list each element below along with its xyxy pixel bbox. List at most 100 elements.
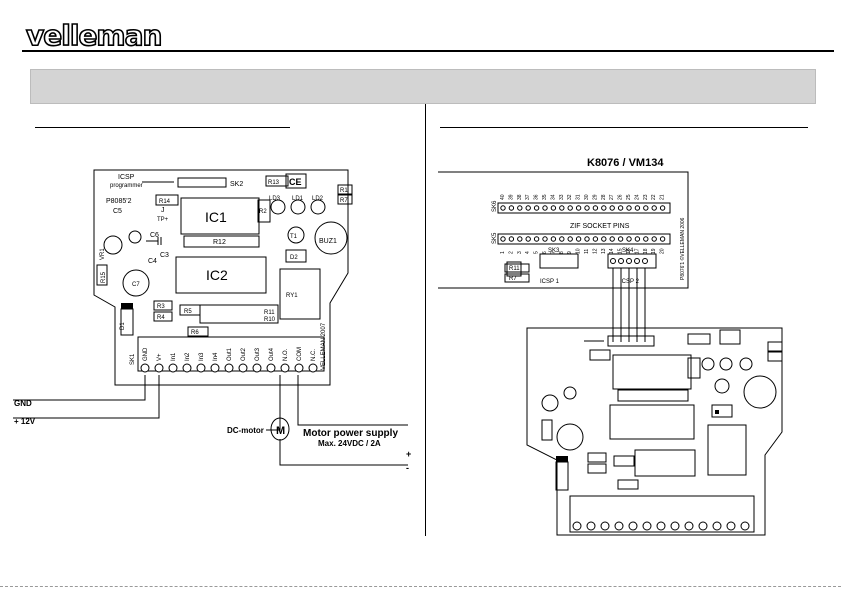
- zif-pin-hole: [584, 205, 590, 211]
- dc-motor-symbol: [270, 417, 290, 441]
- svg-text:R10: R10: [264, 317, 276, 323]
- zif-pin-hole: [626, 205, 632, 211]
- svg-text:N.C.: N.C.: [311, 349, 317, 361]
- plus12v-wire: [13, 375, 160, 419]
- zif-pin-hole: [643, 205, 649, 211]
- svg-text:R14: R14: [159, 199, 171, 205]
- zif-pin-hole: [500, 205, 506, 211]
- svg-text:C5: C5: [113, 208, 122, 215]
- plus12v-label: + 12V: [14, 417, 36, 426]
- gnd-wire: [13, 375, 146, 401]
- zif-pin-hole: [584, 236, 590, 242]
- supply-title: Motor power supply: [303, 428, 398, 439]
- zif-pin-top: 24: [634, 194, 640, 200]
- svg-text:LD2: LD2: [312, 196, 324, 202]
- zif-pin-hole: [575, 236, 582, 242]
- zif-pin-hole: [659, 205, 666, 211]
- r12-resistor: [183, 235, 260, 248]
- sk3-header: [539, 253, 579, 269]
- zif-pin-bottom: 4: [525, 251, 531, 254]
- zif-pin-bottom: 1: [500, 251, 506, 254]
- zif-pin-hole: [500, 236, 506, 242]
- zif-label: ZIF SOCKET PINS: [570, 223, 630, 230]
- zif-pin-hole: [567, 236, 573, 242]
- svg-text:Out1: Out1: [227, 347, 233, 361]
- ic1-label: IC1: [205, 209, 227, 225]
- svg-text:VR1: VR1: [100, 248, 106, 260]
- zif-pin-hole: [617, 236, 624, 242]
- zif-pin-bottom: 15: [618, 248, 624, 254]
- svg-text:P8085'2: P8085'2: [106, 198, 132, 205]
- zif-pin-hole: [542, 205, 548, 211]
- sk4-pin: [618, 258, 624, 264]
- ce-mark-box: [285, 173, 307, 189]
- ic1-outline: [180, 197, 260, 235]
- header-rule: [22, 50, 834, 52]
- zif-pin-bottom: 16: [626, 248, 632, 254]
- zif-pin-top: 23: [643, 194, 649, 200]
- zif-pin-hole: [601, 205, 607, 211]
- zif-pin-bottom: 5: [534, 251, 540, 254]
- zif-pin-top: 31: [576, 194, 582, 200]
- zif-pin-top: 30: [584, 194, 590, 200]
- svg-text:R13: R13: [268, 180, 280, 186]
- svg-text:C7: C7: [132, 282, 140, 288]
- zif-pin-top: 37: [525, 194, 531, 200]
- svg-text:C6: C6: [150, 232, 159, 239]
- zif-pin-bottom: 9: [567, 251, 573, 254]
- zif-pin-hole: [601, 236, 607, 242]
- d2-diode: [285, 249, 307, 263]
- gnd-label: GND: [14, 399, 32, 408]
- sk4-pin: [634, 258, 640, 264]
- svg-text:programmer: programmer: [110, 183, 143, 189]
- zif-pin-hole: [592, 236, 599, 242]
- svg-text:VELLEMAN 2007: VELLEMAN 2007: [321, 322, 327, 370]
- svg-text:R7: R7: [509, 276, 517, 282]
- svg-text:+: +: [406, 449, 411, 459]
- zif-pin-hole: [609, 205, 615, 211]
- svg-text:R7: R7: [340, 198, 348, 204]
- zif-pin-bottom: 14: [609, 248, 615, 254]
- sk4-pin: [626, 258, 632, 264]
- zif-pin-hole: [643, 236, 649, 242]
- velleman-logo: velleman: [25, 19, 163, 52]
- zif-pin-bottom: 10: [576, 248, 582, 254]
- zif-pin-bottom: 3: [517, 251, 523, 254]
- svg-text:-: -: [406, 463, 409, 473]
- zif-pin-hole: [550, 205, 557, 211]
- svg-text:SK1: SK1: [130, 353, 136, 365]
- k8076-board-outline: [438, 171, 689, 289]
- zif-pin-hole: [634, 205, 641, 211]
- zif-pin-hole: [559, 236, 565, 242]
- left-wiring-diagram: ICSP programmer SK2 R13 CE R1 R7 P8085'2…: [13, 169, 411, 473]
- ic2-label: IC2: [206, 267, 228, 283]
- svg-text:Out4: Out4: [269, 347, 275, 361]
- c7-capacitor: [122, 269, 150, 297]
- zif-pin-hole: [651, 236, 657, 242]
- zif-pin-bottom: 6: [542, 251, 548, 254]
- svg-text:SK2: SK2: [230, 181, 243, 188]
- dc-motor-label: DC-motor: [227, 426, 264, 435]
- zif-pin-top: 38: [517, 194, 523, 200]
- zif-pin-hole: [533, 236, 540, 242]
- svg-text:CE: CE: [289, 177, 302, 187]
- zif-pin-hole: [542, 236, 548, 242]
- zif-pin-top: 40: [500, 194, 506, 200]
- svg-text:T1: T1: [290, 234, 298, 240]
- sk5-header: [497, 233, 671, 245]
- zif-pin-hole: [651, 205, 657, 211]
- sk4-pin: [610, 258, 616, 264]
- svg-text:R11: R11: [264, 310, 275, 316]
- zif-pin-top: 26: [618, 194, 624, 200]
- ic2-outline: [175, 256, 267, 294]
- svg-text:LD3: LD3: [269, 196, 281, 202]
- buzzer-body: [314, 221, 348, 255]
- sk2-header: [607, 335, 655, 347]
- zif-pin-top: 35: [542, 194, 548, 200]
- svg-text:In3: In3: [199, 352, 205, 361]
- zif-pin-bottom: 11: [584, 249, 590, 254]
- motor-wire: [297, 375, 408, 426]
- buzzer-body: [743, 375, 777, 409]
- k8076-title: K8076 / VM134: [587, 157, 664, 169]
- zif-pin-hole: [550, 236, 557, 242]
